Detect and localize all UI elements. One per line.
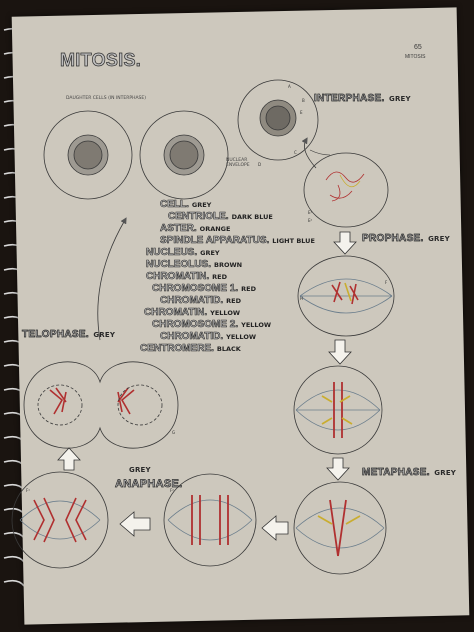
phase-prophase-name: PROPHASE. — [362, 233, 424, 245]
arrow-to-anaphase — [261, 515, 289, 541]
key-item: CHROMOSOME 2.YELLOW — [152, 319, 272, 331]
phase-telophase-name: TELOPHASE. — [22, 329, 89, 341]
letter-label: D — [258, 162, 262, 167]
letter-label: G — [172, 430, 176, 435]
daughter-cell-left — [43, 110, 133, 200]
letter-label: E² — [308, 218, 313, 223]
letter-label: B — [302, 98, 305, 103]
anaphase-cell — [163, 473, 257, 567]
interphase-cell — [237, 79, 319, 161]
letter-label: F¹ — [26, 488, 30, 493]
key-item: NUCLEUS.GREY — [146, 247, 220, 259]
phase-metaphase-color: GREY — [434, 469, 457, 477]
phase-metaphase: METAPHASE. GREY — [362, 462, 456, 480]
letter-label: E¹ — [308, 210, 313, 215]
key-item: CHROMATID.RED — [160, 295, 241, 307]
page-title: MITOSIS. — [60, 50, 142, 71]
arrow-to-late-anaphase — [119, 511, 151, 537]
phase-anaphase-name: ANAPHASE. — [115, 478, 183, 491]
key-item: SPINDLE APPARATUS.LIGHT BLUE — [160, 235, 315, 247]
letter-label: A — [288, 84, 291, 89]
phase-metaphase-name: METAPHASE. — [362, 467, 430, 479]
letter-label: C — [294, 150, 297, 155]
letter-label: E — [300, 110, 303, 115]
metaphase-cell — [293, 365, 383, 455]
key-item: CHROMATIN.YELLOW — [144, 307, 241, 319]
letter-label: F — [385, 280, 388, 285]
phase-telophase: TELOPHASE. GREY — [22, 324, 115, 342]
key-item: CENTROMERE.BLACK — [140, 343, 241, 355]
arrow-prometaphase-down — [328, 339, 352, 365]
label-nuclear-envelope: NUCLEAR ENVELOPE — [226, 158, 250, 168]
key-item: NUCLEOLUS.BROWN — [146, 259, 243, 271]
key-item: ASTER.ORANGE — [160, 223, 231, 235]
phase-interphase-name: INTERPHASE. — [314, 93, 385, 105]
phase-telophase-color: GREY — [93, 331, 116, 339]
daughter-cell-right — [139, 110, 229, 200]
telophase-cell — [23, 361, 179, 449]
prophase-cell — [303, 152, 389, 228]
phase-anaphase-color: GREY — [129, 466, 151, 474]
arrow-prophase-down — [333, 231, 357, 255]
letter-label: F² — [170, 488, 174, 493]
phase-prophase: PROPHASE. GREY — [362, 228, 450, 246]
arrow-to-telophase — [57, 447, 81, 471]
key-item: CELL.GREY — [160, 199, 212, 211]
late-anaphase-cell — [11, 471, 109, 569]
phase-interphase-color: GREY — [389, 95, 411, 103]
label-daughter-cells: DAUGHTER CELLS (IN INTERPHASE) — [66, 96, 146, 101]
key-item: CHROMOSOME 1.RED — [152, 283, 256, 295]
prometaphase-cell — [297, 255, 395, 337]
phase-interphase: INTERPHASE. GREY — [314, 88, 411, 106]
page-number: 65 — [414, 44, 422, 51]
phase-anaphase: GREY ANAPHASE. — [115, 466, 183, 492]
late-metaphase-cell — [293, 481, 387, 575]
key-item: CHROMATIN.RED — [146, 271, 227, 283]
letter-label: H — [300, 296, 304, 301]
key-item: CENTRIOLE.DARK BLUE — [168, 211, 273, 223]
phase-prophase-color: GREY — [428, 235, 450, 243]
page-header: MITOSIS — [405, 54, 426, 60]
arrow-metaphase-down — [326, 457, 350, 481]
key-item: CHROMATID.YELLOW — [160, 331, 257, 343]
